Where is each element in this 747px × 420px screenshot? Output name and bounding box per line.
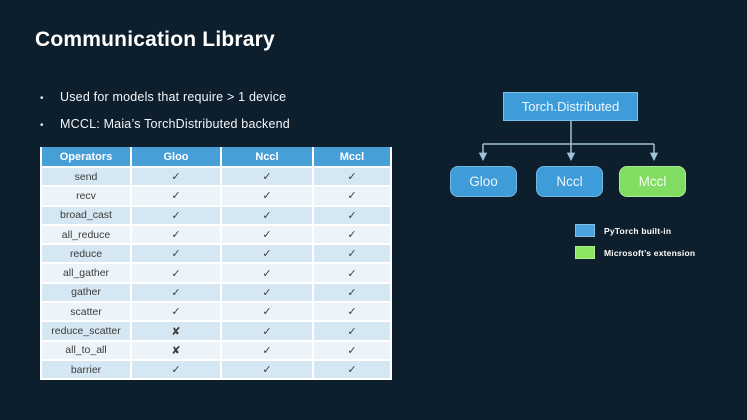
bullet-item: • MCCL: Maia’s TorchDistributed backend	[40, 117, 290, 131]
bullet-text: MCCL: Maia’s TorchDistributed backend	[60, 117, 290, 131]
slide-title: Communication Library	[35, 28, 275, 51]
gloo-mark: ✓	[130, 262, 222, 284]
table-row: reduce_scatter ✘ ✓ ✓	[40, 320, 392, 342]
mccl-node: Mccl	[619, 166, 686, 197]
gloo-mark: ✓	[130, 204, 222, 226]
operator-cell: broad_cast	[40, 204, 132, 226]
operator-cell: all_gather	[40, 262, 132, 284]
gloo-node: Gloo	[450, 166, 517, 197]
table-row: reduce ✓ ✓ ✓	[40, 243, 392, 265]
gloo-mark: ✓	[130, 185, 222, 207]
nccl-mark: ✓	[220, 223, 314, 246]
legend-label: Microsoft’s extension	[604, 247, 696, 258]
header-operators: Operators	[40, 147, 132, 168]
mccl-mark: ✓	[312, 339, 392, 361]
table-row: gather ✓ ✓ ✓	[40, 281, 392, 304]
nccl-mark: ✓	[220, 320, 314, 342]
header-gloo: Gloo	[130, 147, 222, 168]
operator-cell: gather	[40, 281, 132, 304]
nccl-node-label: Nccl	[556, 174, 583, 189]
torch-distributed-label: Torch.Distributed	[521, 99, 620, 114]
mccl-mark: ✓	[312, 165, 392, 188]
mccl-mark: ✓	[312, 204, 392, 226]
mccl-mark: ✓	[312, 320, 392, 342]
gloo-mark: ✓	[130, 281, 222, 304]
header-nccl: Nccl	[220, 147, 314, 168]
nccl-node: Nccl	[536, 166, 603, 197]
operator-cell: reduce	[40, 243, 132, 265]
bullet-dot-icon: •	[40, 120, 44, 131]
gloo-mark: ✘	[130, 320, 222, 342]
mccl-mark: ✓	[312, 243, 392, 265]
bullet-list: • Used for models that require > 1 devic…	[40, 90, 290, 144]
mccl-node-label: Mccl	[638, 174, 667, 189]
gloo-mark: ✓	[130, 243, 222, 265]
legend-item-pytorch: PyTorch built-in	[575, 224, 695, 237]
operator-cell: recv	[40, 185, 132, 207]
nccl-mark: ✓	[220, 243, 314, 265]
table-row: all_reduce ✓ ✓ ✓	[40, 223, 392, 246]
legend-swatch-green	[575, 246, 595, 259]
legend-swatch-blue	[575, 224, 595, 237]
nccl-mark: ✓	[220, 165, 314, 188]
bullet-item: • Used for models that require > 1 devic…	[40, 90, 290, 104]
gloo-node-label: Gloo	[469, 174, 498, 189]
table-row: scatter ✓ ✓ ✓	[40, 301, 392, 323]
mccl-mark: ✓	[312, 281, 392, 304]
mccl-mark: ✓	[312, 262, 392, 284]
table-row: broad_cast ✓ ✓ ✓	[40, 204, 392, 226]
gloo-mark: ✓	[130, 358, 222, 381]
mccl-mark: ✓	[312, 301, 392, 323]
table-row: recv ✓ ✓ ✓	[40, 185, 392, 207]
legend-item-microsoft: Microsoft’s extension	[575, 246, 695, 259]
nccl-mark: ✓	[220, 281, 314, 304]
gloo-mark: ✘	[130, 339, 222, 361]
nccl-mark: ✓	[220, 339, 314, 361]
gloo-mark: ✓	[130, 223, 222, 246]
operator-cell: all_to_all	[40, 339, 132, 361]
table-row: all_gather ✓ ✓ ✓	[40, 262, 392, 284]
table-row: all_to_all ✘ ✓ ✓	[40, 339, 392, 361]
table-row: barrier ✓ ✓ ✓	[40, 358, 392, 381]
header-mccl: Mccl	[312, 147, 392, 168]
diagram-legend: PyTorch built-in Microsoft’s extension	[575, 224, 695, 268]
nccl-mark: ✓	[220, 262, 314, 284]
nccl-mark: ✓	[220, 301, 314, 323]
operator-cell: send	[40, 165, 132, 188]
gloo-mark: ✓	[130, 301, 222, 323]
mccl-mark: ✓	[312, 358, 392, 381]
bullet-dot-icon: •	[40, 93, 44, 104]
operators-support-table: Operators Gloo Nccl Mccl send ✓ ✓ ✓ recv…	[40, 147, 392, 381]
operator-cell: all_reduce	[40, 223, 132, 246]
operator-cell: scatter	[40, 301, 132, 323]
nccl-mark: ✓	[220, 185, 314, 207]
mccl-mark: ✓	[312, 223, 392, 246]
gloo-mark: ✓	[130, 165, 222, 188]
nccl-mark: ✓	[220, 358, 314, 381]
operator-cell: barrier	[40, 358, 132, 381]
operator-cell: reduce_scatter	[40, 320, 132, 342]
legend-label: PyTorch built-in	[604, 225, 672, 236]
mccl-mark: ✓	[312, 185, 392, 207]
torch-distributed-node: Torch.Distributed	[503, 92, 638, 121]
bullet-text: Used for models that require > 1 device	[60, 90, 287, 104]
table-header-row: Operators Gloo Nccl Mccl	[40, 147, 392, 168]
table-row: send ✓ ✓ ✓	[40, 165, 392, 188]
nccl-mark: ✓	[220, 204, 314, 226]
tree-connector	[478, 121, 659, 162]
